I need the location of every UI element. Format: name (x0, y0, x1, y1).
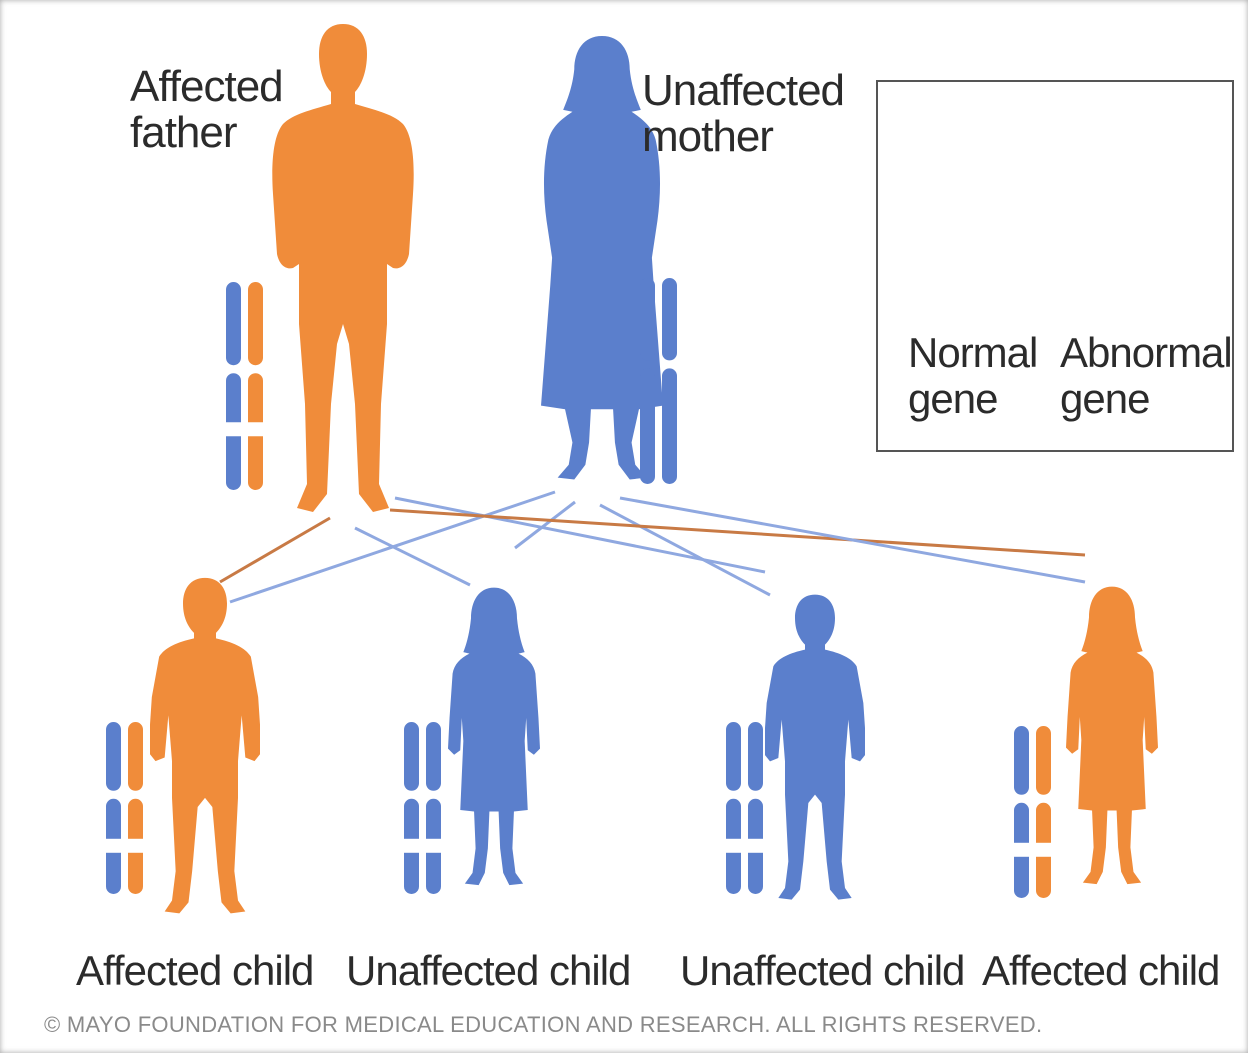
mother-label-line2: mother (642, 114, 844, 160)
line-father-child4 (390, 510, 1085, 555)
child-1-chromosome-pair-right (128, 722, 143, 894)
father-label-line1: Affected (130, 64, 283, 110)
child-4-label: Affected child (982, 950, 1219, 992)
child-3-chromosome-pair-right (748, 722, 763, 894)
line-mother-child3 (600, 505, 770, 595)
child-1-chromosome-pair-left (106, 722, 121, 894)
child-4-chromosome-pair-right (1036, 726, 1051, 898)
legend-normal-label: Normal gene (908, 330, 1037, 422)
father-chromosome-pair-right (248, 282, 263, 490)
mother-label-line1: Unaffected (642, 68, 844, 114)
child-2-label: Unaffected child (346, 950, 630, 992)
child-2-chromosome-pair-left (404, 722, 419, 894)
mother-chromosome-pair-left (640, 278, 655, 484)
inheritance-lines (220, 492, 1085, 602)
child-1-figure (148, 578, 262, 914)
father-chromosome-pair-left (226, 282, 241, 490)
child-2-figure (448, 588, 540, 885)
legend-normal-line2: gene (908, 376, 1037, 422)
line-mother-child4 (620, 498, 1085, 582)
mother-label: Unaffected mother (642, 68, 844, 160)
child-4-chromosome-pair-left (1014, 726, 1029, 898)
child-3-label: Unaffected child (680, 950, 964, 992)
father-label-line2: father (130, 110, 283, 156)
child-2-chromosome-pair-right (426, 722, 441, 894)
child-3-figure (763, 595, 866, 900)
legend-abnormal-line1: Abnormal (1060, 330, 1232, 376)
copyright-notice: © MAYO FOUNDATION FOR MEDICAL EDUCATION … (44, 1012, 1042, 1038)
legend-abnormal-label: Abnormal gene (1060, 330, 1232, 422)
legend-normal-line1: Normal (908, 330, 1037, 376)
affected-father-figure (272, 24, 413, 512)
line-father-child2 (355, 528, 470, 585)
child-4-figure (1066, 587, 1158, 884)
line-father-child3 (395, 498, 765, 572)
child-3-chromosome-pair-left (726, 722, 741, 894)
father-label: Affected father (130, 64, 283, 156)
child-1-label: Affected child (76, 950, 313, 992)
mother-chromosome-pair-right (662, 278, 677, 484)
legend-abnormal-line2: gene (1060, 376, 1232, 422)
